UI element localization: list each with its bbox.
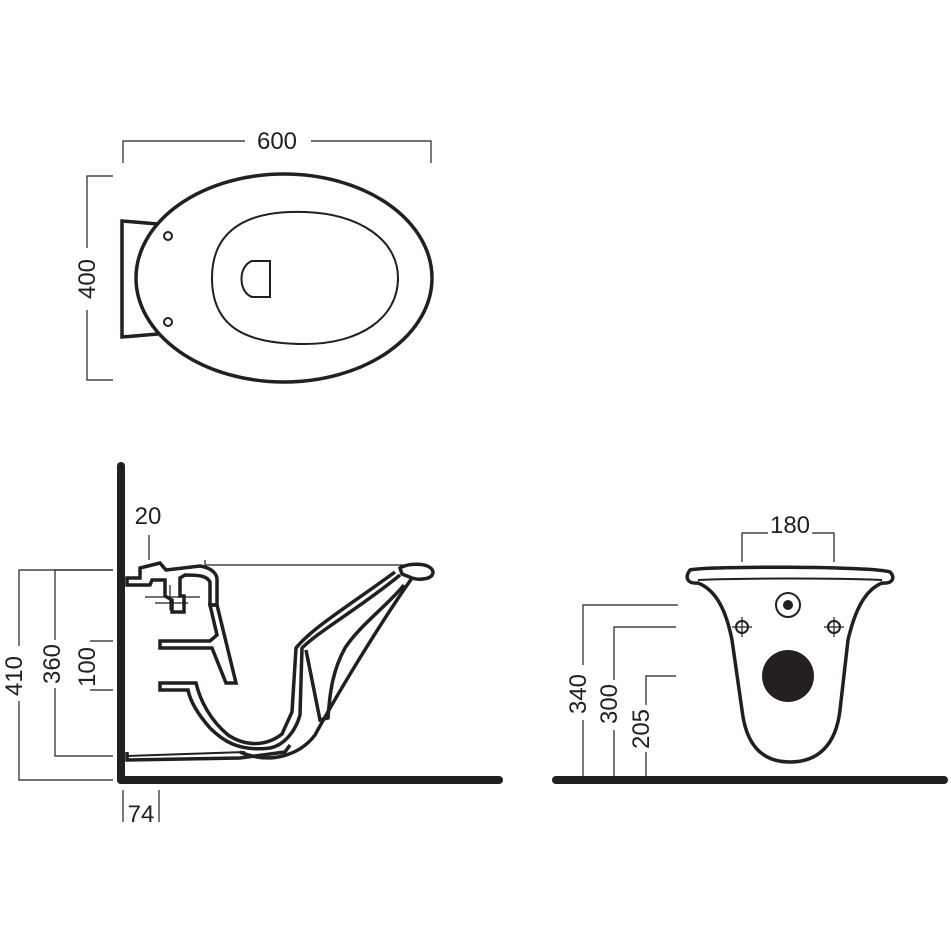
side-view-wall-gap-dimension-line bbox=[148, 535, 206, 565]
rear-view: 180 340 300 205 bbox=[552, 512, 948, 784]
side-view-inner-siphon bbox=[304, 583, 406, 723]
rear-view-fixing-width-label: 180 bbox=[770, 512, 810, 539]
rear-view-fixing-height-dimension-line bbox=[613, 626, 676, 778]
rear-view-fixing-height-label: 300 bbox=[596, 684, 623, 724]
side-view-inlet-height-label: 360 bbox=[39, 644, 66, 684]
rear-view-inlet-outer bbox=[775, 592, 801, 618]
side-view: 20 410 360 100 74 bbox=[1, 462, 503, 828]
side-view-rim-profile bbox=[125, 561, 219, 614]
rear-view-rim-line bbox=[697, 577, 883, 581]
top-view: 600 400 bbox=[74, 128, 434, 384]
top-view-wall-bracket bbox=[120, 219, 159, 339]
rear-view-outlet-height-label: 205 bbox=[628, 709, 655, 749]
side-view-front-rim bbox=[397, 562, 435, 581]
side-view-base-line bbox=[126, 751, 246, 757]
side-view-wall-gap-label: 20 bbox=[135, 503, 162, 530]
rear-view-inlet-height-label: 340 bbox=[565, 674, 592, 714]
side-view-inlet-height-dimension-line bbox=[54, 569, 113, 757]
top-view-bowl-outline bbox=[134, 172, 434, 384]
side-view-fixing-bracket bbox=[158, 603, 239, 685]
side-view-bowl-outer bbox=[239, 576, 414, 760]
side-view-rim-height-label: 410 bbox=[1, 656, 28, 696]
top-view-width-label: 600 bbox=[257, 128, 297, 155]
rear-view-fixing-hole-right bbox=[824, 617, 844, 637]
side-view-fixing-spacing-label: 100 bbox=[74, 647, 101, 687]
rear-view-inlet-height-dimension-line bbox=[582, 604, 678, 778]
side-view-inlet-marker bbox=[145, 585, 200, 610]
rear-view-body-outline bbox=[685, 565, 895, 764]
side-view-wall-offset-label: 74 bbox=[128, 801, 155, 828]
side-view-fixing-spacing-dimension-line bbox=[90, 640, 113, 691]
side-view-wall-offset-dimension-line bbox=[122, 790, 160, 822]
rear-view-inlet-inner bbox=[783, 600, 793, 610]
top-view-depth-label: 400 bbox=[74, 259, 101, 299]
top-view-seat-hole-bottom bbox=[163, 317, 173, 327]
rear-view-fixing-hole-left bbox=[732, 617, 752, 637]
side-view-base bbox=[125, 743, 292, 762]
top-view-outlet bbox=[240, 260, 271, 298]
top-view-seat-hole-top bbox=[163, 231, 173, 241]
rear-view-outlet bbox=[762, 650, 814, 702]
top-view-inner-bowl bbox=[210, 210, 400, 346]
rear-view-outlet-height-dimension-line bbox=[645, 675, 676, 778]
rear-view-fixing-width-dimension-line bbox=[741, 532, 835, 562]
side-view-bowl-inner bbox=[158, 570, 402, 751]
top-view-width-dimension-line bbox=[122, 140, 432, 163]
top-view-depth-dimension-line bbox=[86, 175, 113, 381]
